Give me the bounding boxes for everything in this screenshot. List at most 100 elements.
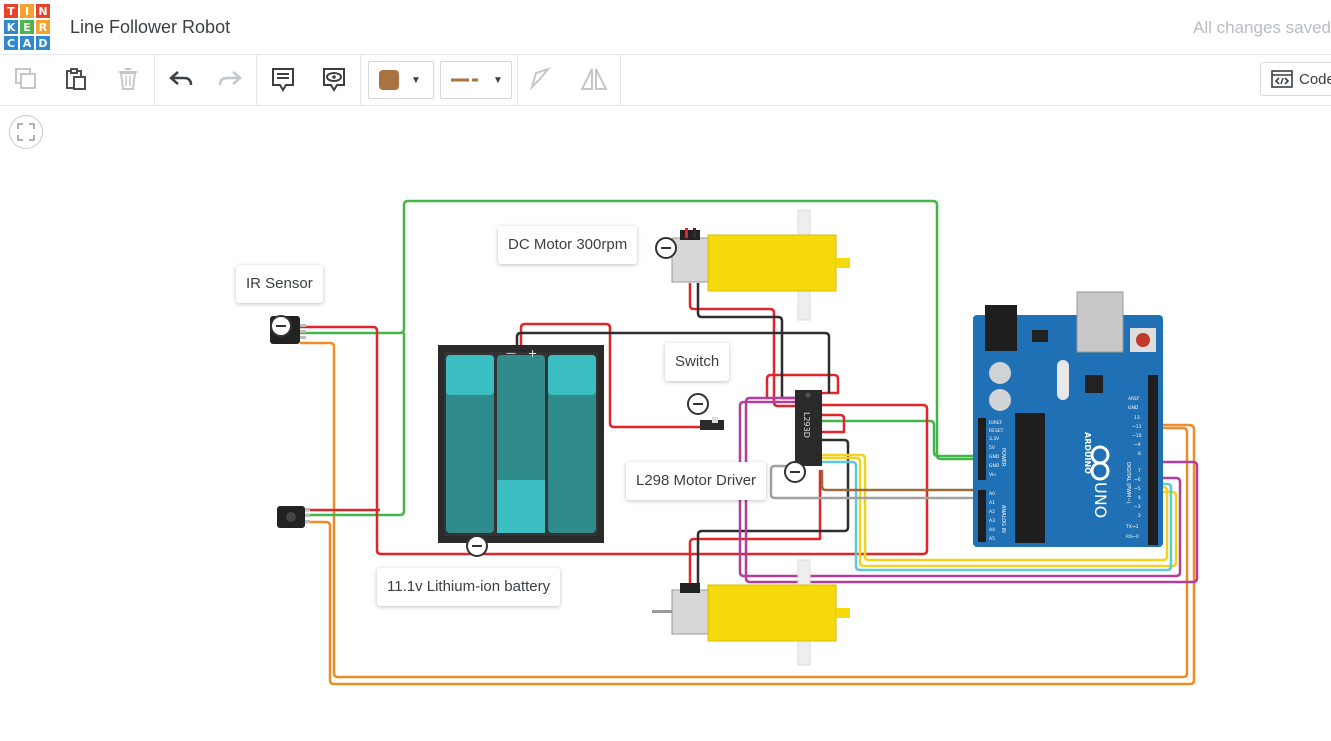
save-status: All changes saved: [1193, 18, 1331, 37]
digital-pin-label: 2: [1138, 513, 1141, 519]
flip-icon[interactable]: [576, 61, 612, 97]
motor-driver-label[interactable]: L298 Motor Driver: [626, 462, 767, 500]
wire-red: [765, 373, 840, 398]
arduino-model: UNO: [1091, 482, 1110, 518]
copy-icon[interactable]: [8, 61, 44, 97]
digital-pin-label: 8: [1138, 451, 1141, 457]
wire-black: [696, 283, 795, 400]
digital-pin-label: ~9: [1134, 442, 1141, 448]
dc-motor-top[interactable]: [671, 209, 850, 321]
battery-label[interactable]: 11.1v Lithium-ion battery: [377, 568, 561, 606]
wire-green: [305, 333, 406, 517]
circuit-canvas[interactable]: — + L293D: [0, 106, 1331, 741]
digital-pin-label: GND: [1128, 405, 1139, 411]
arduino-power-label: POWER: [1000, 448, 1006, 467]
logo-letter: E: [20, 20, 34, 34]
ir-sensor-pin-icon[interactable]: [270, 315, 292, 337]
fit-view-button[interactable]: [9, 115, 43, 149]
chevron-down-icon: ▼: [411, 74, 421, 86]
arduino-analog-label: ANALOG IN: [1000, 505, 1006, 533]
dc-motor-label[interactable]: DC Motor 300rpm: [498, 226, 638, 264]
logo-letter: N: [36, 4, 50, 18]
wire-red: [519, 322, 700, 429]
tinkercad-logo[interactable]: T I N K E R C A D: [4, 4, 50, 50]
logo-letter: A: [20, 36, 34, 50]
wire-red: [688, 283, 795, 408]
switch-label[interactable]: Switch: [665, 343, 730, 381]
design-title[interactable]: Line Follower Robot: [70, 17, 231, 37]
analog-pin-label: A1: [989, 500, 995, 506]
digital-pin-label: RX←0: [1126, 534, 1139, 540]
arduino-digital-label: DIGITAL (PWM~): [1125, 462, 1131, 504]
power-pin-label: GND: [989, 463, 1000, 469]
digital-pin-label: 4: [1138, 495, 1141, 501]
redo-icon[interactable]: [212, 61, 248, 97]
battery-pin-icon[interactable]: [466, 535, 488, 557]
code-icon: [1271, 70, 1293, 88]
arduino-uno[interactable]: ARDUINO UNO POWER ANALOG IN DIGITAL (PWM…: [973, 291, 1163, 547]
code-button[interactable]: Code: [1260, 62, 1331, 96]
circuit-diagram[interactable]: — + L293D: [0, 106, 1331, 741]
power-pin-label: RESET: [989, 428, 1004, 434]
power-pin-label: GND: [989, 454, 1000, 460]
arduino-logo-text: ARDUINO: [1083, 432, 1092, 474]
arduino-infinity-logo: [1090, 445, 1110, 481]
logo-letter: D: [36, 36, 50, 50]
wire-black: [696, 438, 850, 583]
dc-motor-bottom[interactable]: [652, 559, 850, 666]
wire-cyan: [822, 460, 1173, 572]
power-pin-label: Vin: [989, 472, 996, 478]
motor-driver-chip[interactable]: L293D: [795, 390, 822, 466]
wire-orange: [305, 423, 1196, 686]
battery-pack[interactable]: — +: [438, 345, 604, 543]
dc-motor-pin-icon[interactable]: [655, 237, 677, 259]
logo-letter: C: [4, 36, 18, 50]
wire-type-dropdown[interactable]: ▼: [440, 61, 512, 99]
wire-purple: [744, 396, 1199, 584]
wire-red: [822, 413, 846, 434]
wire-green: [822, 419, 982, 458]
digital-pin-label: ~6: [1134, 477, 1141, 483]
wires: [300, 199, 1199, 686]
digital-pin-label: ~5: [1134, 486, 1141, 492]
ir-sensor-2[interactable]: [277, 506, 310, 528]
rotate-icon[interactable]: [522, 61, 558, 97]
motor-driver-pin-icon[interactable]: [784, 461, 806, 483]
power-pin-label: IOREF: [989, 420, 1003, 426]
digital-pin-label: 13: [1134, 415, 1140, 421]
digital-pin-label: ~10: [1132, 433, 1142, 439]
analog-pin-label: A5: [989, 536, 995, 542]
top-bar: T I N K E R C A D Line Follower Robot Al…: [0, 0, 1331, 55]
slide-switch[interactable]: [700, 417, 724, 430]
toolbar: ▼ ▼ Code: [0, 55, 1331, 106]
analog-pin-label: A0: [989, 491, 995, 497]
digital-pin-label: AREF: [1128, 396, 1140, 402]
delete-icon[interactable]: [110, 61, 146, 97]
digital-pin-label: TX→1: [1125, 524, 1139, 530]
visibility-icon[interactable]: [316, 61, 352, 97]
analog-pin-label: A3: [989, 518, 995, 524]
wire-red: [688, 470, 822, 583]
wire-orange: [300, 341, 1189, 679]
logo-letter: K: [4, 20, 18, 34]
chevron-down-icon: ▼: [493, 74, 503, 86]
digital-pin-label: ~3: [1134, 504, 1141, 510]
digital-pin-label: 7: [1138, 468, 1141, 474]
ir-sensor-label[interactable]: IR Sensor: [236, 265, 323, 303]
power-pin-label: 5V: [989, 445, 996, 451]
power-pin-label: 3.3V: [989, 436, 1000, 442]
paste-icon[interactable]: [58, 61, 94, 97]
svg-text:+: +: [528, 347, 537, 360]
analog-pin-label: A2: [989, 509, 995, 515]
logo-letter: R: [36, 20, 50, 34]
wire-yellow: [822, 453, 1169, 562]
color-swatch: [379, 70, 399, 90]
fit-view-icon: [17, 123, 35, 141]
color-dropdown[interactable]: ▼: [368, 61, 434, 99]
switch-pin-icon[interactable]: [687, 393, 709, 415]
undo-icon[interactable]: [163, 61, 199, 97]
notes-icon[interactable]: [265, 61, 301, 97]
chip-label: L293D: [802, 412, 811, 438]
wire-black: [515, 331, 831, 393]
wire-type-icon: [451, 78, 478, 82]
